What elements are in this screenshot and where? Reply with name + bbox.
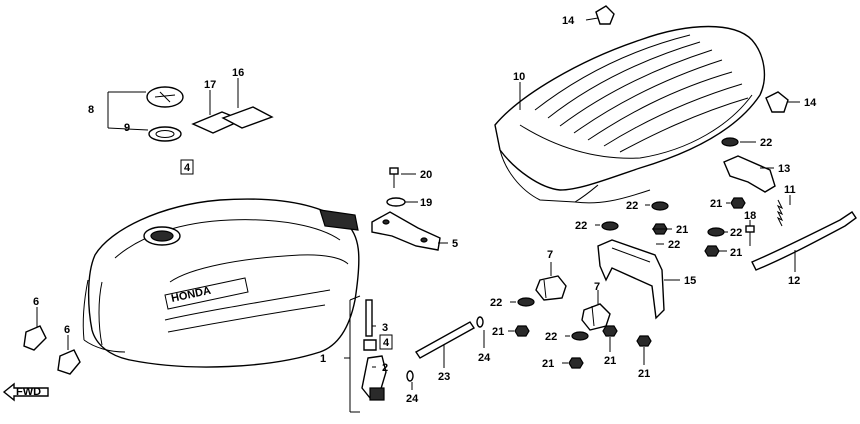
- callout-16: 16: [232, 67, 244, 79]
- washer-19: [386, 197, 406, 207]
- nut-21-d: [514, 325, 530, 337]
- nut-21-g: [568, 357, 584, 369]
- callout-10: 10: [513, 71, 525, 83]
- callout-6a: 6: [33, 296, 39, 308]
- seat-cushion-upper: [535, 275, 567, 301]
- callout-24a: 24: [478, 352, 491, 364]
- fuel-valve: [349, 295, 387, 413]
- nut-21-e: [602, 325, 618, 337]
- fuel-cap: [146, 86, 184, 108]
- callout-17: 17: [204, 79, 216, 91]
- seat-lock-rod: [751, 211, 857, 271]
- callout-1: 1: [320, 353, 326, 365]
- callout-4b: 4: [383, 337, 390, 349]
- seat-spring: [776, 199, 784, 227]
- callout-21b: 21: [676, 224, 688, 236]
- callout-22f: 22: [545, 331, 557, 343]
- callout-2: 2: [382, 362, 388, 374]
- bolt-18: [745, 225, 755, 246]
- callout-5: 5: [452, 238, 458, 250]
- cap-gasket: [148, 126, 182, 142]
- callout-9: 9: [124, 122, 130, 134]
- tank-mount-rubber-upper: [23, 325, 47, 351]
- callouts: 1 2 3 4 4 5 6 6 7 7 8 9 10 11 12 13 14 1…: [33, 15, 817, 405]
- callout-23: 23: [438, 371, 450, 383]
- seat: [494, 25, 766, 204]
- callout-21a: 21: [710, 198, 722, 210]
- bolt-20: [389, 167, 399, 188]
- seat-bumper-14-rear: [765, 91, 789, 113]
- callout-3: 3: [382, 322, 388, 334]
- nut-21-a: [730, 197, 746, 209]
- callout-15: 15: [684, 275, 696, 287]
- callout-14a: 14: [562, 15, 575, 27]
- callout-4b-box: [379, 334, 393, 350]
- fwd-label: FWD: [16, 386, 41, 398]
- callout-22g: 22: [668, 239, 680, 251]
- washer-22-f: [571, 331, 589, 341]
- callout-4a: 4: [184, 162, 191, 174]
- washer-22-a: [721, 137, 739, 147]
- washer-22-d: [707, 227, 725, 237]
- callout-8: 8: [88, 104, 94, 116]
- washer-22-b: [651, 201, 669, 211]
- seat-bumper-14-upper: [595, 5, 615, 25]
- seat-mount-bracket: [597, 239, 665, 320]
- callout-22a: 22: [760, 137, 772, 149]
- callout-21f: 21: [638, 368, 650, 380]
- callout-13: 13: [778, 163, 790, 175]
- fuel-tube: [414, 321, 476, 359]
- seat-hinge-plate: [723, 155, 776, 193]
- washer-22-e: [517, 297, 535, 307]
- callout-21g: 21: [542, 358, 554, 370]
- callout-24b: 24: [406, 393, 419, 405]
- callout-14b: 14: [804, 97, 817, 109]
- tube-clip-lower: [406, 370, 414, 382]
- callout-6b: 6: [64, 324, 70, 336]
- callout-7b: 7: [594, 281, 600, 293]
- callout-11: 11: [784, 184, 796, 196]
- callout-20: 20: [420, 169, 432, 181]
- forward-arrow: FWD: [2, 382, 49, 402]
- nut-21-c: [704, 245, 720, 257]
- tank-rear-bracket: [371, 211, 441, 251]
- nut-21-f: [636, 335, 652, 347]
- tube-clip-upper: [476, 316, 484, 328]
- callout-22c: 22: [575, 220, 587, 232]
- tank-mount-rubber-lower: [57, 349, 81, 375]
- callout-7a: 7: [547, 249, 553, 261]
- callout-18: 18: [744, 210, 756, 222]
- callout-19: 19: [420, 197, 432, 209]
- callout-21e: 21: [604, 355, 616, 367]
- callout-22e: 22: [490, 297, 502, 309]
- callout-21c: 21: [730, 247, 742, 259]
- callout-22b: 22: [626, 200, 638, 212]
- caution-label-16: [221, 106, 274, 129]
- fuel-tank: HONDA: [82, 198, 360, 368]
- callout-22d: 22: [730, 227, 742, 239]
- callout-12: 12: [788, 275, 800, 287]
- callout-4a-box: [180, 159, 194, 175]
- washer-22-c: [601, 221, 619, 231]
- callout-21d: 21: [492, 326, 504, 338]
